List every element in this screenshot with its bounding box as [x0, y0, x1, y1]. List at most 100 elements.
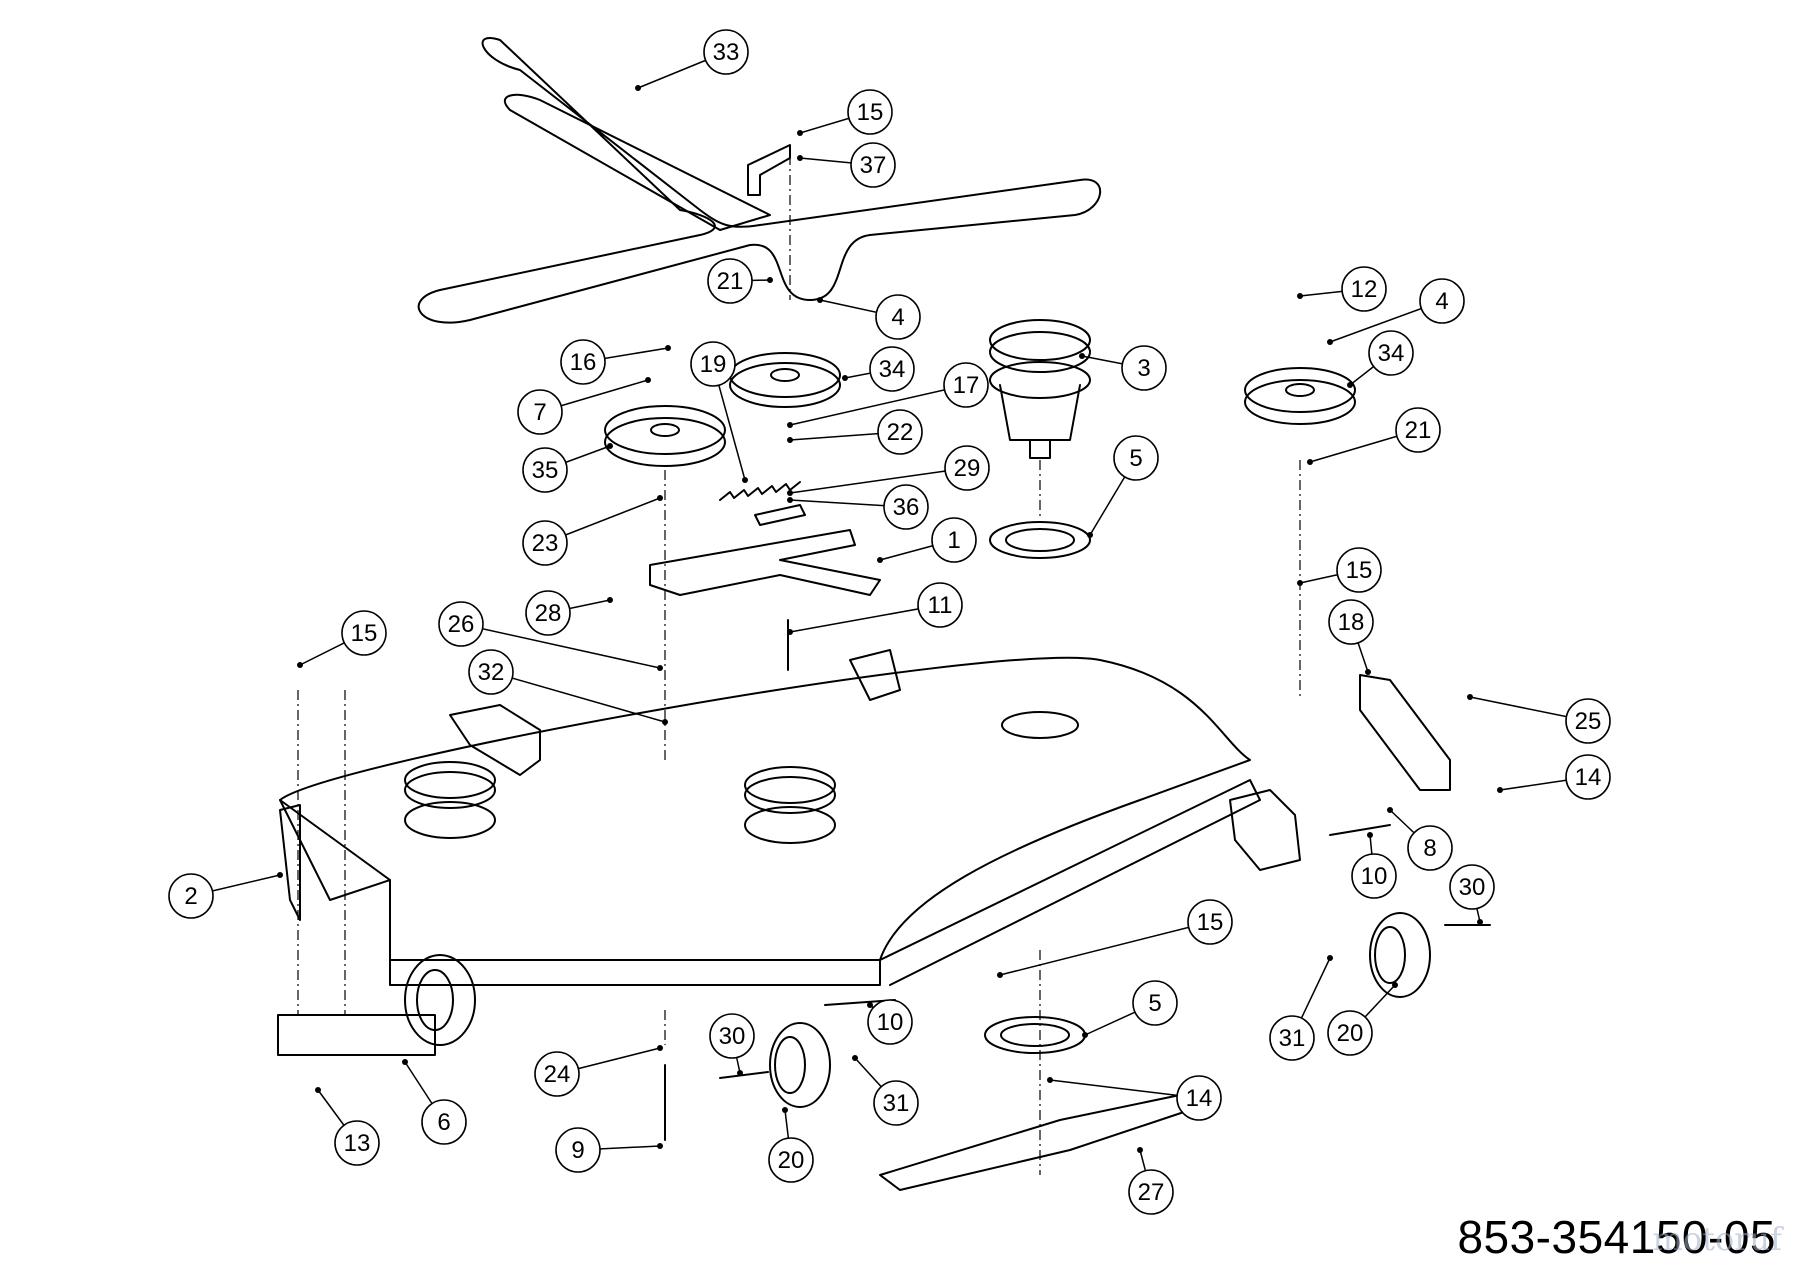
callout-arrow-tip: [1387, 807, 1393, 813]
callout-20: 20: [768, 1107, 814, 1183]
callout-32: 32: [468, 649, 668, 725]
callout-circle: [1269, 1015, 1315, 1061]
callout-circle: [943, 362, 989, 408]
callout-label: 36: [893, 494, 920, 521]
pulley-part-35: [604, 405, 726, 467]
idler-bracket-part-37: [747, 144, 791, 196]
callout-circle: [1121, 345, 1167, 391]
deck-opening-right: [1001, 711, 1079, 739]
callout-circle: [421, 1099, 467, 1145]
callout-arrow-tip: [767, 277, 773, 283]
spring-part-19: [719, 481, 801, 501]
callout-label: 8: [1423, 835, 1436, 862]
callout-label: 21: [717, 268, 744, 295]
callout-36: 36: [787, 484, 929, 530]
callout-circle: [168, 873, 214, 919]
callout-arrow-tip: [1079, 353, 1085, 359]
callout-circle: [522, 447, 568, 493]
callout-15: 15: [997, 899, 1233, 978]
callout-label: 11: [928, 592, 953, 619]
deck-spindle-center: [744, 766, 836, 844]
mount-ring-part-5-top: [989, 521, 1091, 559]
callout-25: 25: [1467, 694, 1611, 744]
callout-arrow-tip: [645, 377, 651, 383]
callout-circle: [1132, 980, 1178, 1026]
callout-circle: [690, 341, 736, 387]
callout-circle: [1341, 266, 1387, 312]
callout-circle: [1419, 278, 1465, 324]
deck-spindle-left: [404, 761, 496, 839]
mount-ring-part-5-bottom: [984, 1016, 1086, 1054]
callout-arrow-tip: [657, 1143, 663, 1149]
callout-label: 33: [713, 39, 740, 66]
callout-arrow-tip: [1392, 982, 1398, 988]
callout-31: 31: [852, 1055, 919, 1126]
callout-circle: [1128, 1169, 1174, 1215]
callout-circle: [847, 89, 893, 135]
callout-circle: [944, 445, 990, 491]
wheel-part-20-bottom: [769, 1022, 831, 1108]
callout-arrow-tip: [737, 1070, 743, 1076]
callout-circle: [341, 610, 387, 656]
callout-circle: [560, 339, 606, 385]
callout-31: 31: [1269, 955, 1333, 1061]
callout-35: 35: [522, 443, 613, 493]
bracket-part-18: [1359, 674, 1451, 791]
callout-arrow-tip: [1365, 669, 1371, 675]
callout-leader-line: [1049, 1079, 1200, 1099]
callout-leader-line: [789, 467, 968, 494]
callout-circle: [1187, 899, 1233, 945]
callout-arrow-tip: [797, 130, 803, 136]
callout-14: 14: [1047, 1075, 1222, 1121]
callout-label: 10: [1361, 863, 1388, 890]
callout-21: 21: [707, 258, 773, 304]
callout-circle: [869, 346, 915, 392]
callout-arrow-tip: [657, 665, 663, 671]
caster-wheel-left: [404, 954, 476, 1046]
callout-circle: [850, 142, 896, 188]
callout-circle: [883, 484, 929, 530]
callout-21: 21: [1307, 407, 1441, 465]
callout-23: 23: [522, 495, 663, 566]
callout-label: 14: [1575, 764, 1602, 791]
callout-6: 6: [402, 1059, 467, 1145]
callout-circle: [1407, 825, 1453, 871]
callout-circle: [917, 582, 963, 628]
callout-label: 5: [1129, 445, 1142, 472]
spindle-part-3: [989, 319, 1091, 459]
callout-arrow-tip: [607, 443, 613, 449]
callout-label: 6: [437, 1109, 450, 1136]
callout-label: 26: [448, 611, 475, 638]
callout-arrow-tip: [1327, 955, 1333, 961]
front-bracket-right: [849, 649, 901, 701]
skid-part-6: [277, 1014, 436, 1056]
callout-arrow-tip: [1297, 293, 1303, 299]
callout-label: 37: [860, 152, 887, 179]
callout-circle: [517, 389, 563, 435]
callout-3: 3: [1079, 345, 1167, 391]
callout-arrow-tip: [852, 1055, 858, 1061]
callout-17: 17: [787, 362, 989, 428]
callout-8: 8: [1387, 807, 1453, 871]
plate-part-36: [754, 504, 806, 526]
callout-20: 20: [1327, 982, 1398, 1056]
callout-circle: [875, 294, 921, 340]
callout-label: 13: [344, 1130, 371, 1157]
callout-leader-line: [490, 671, 666, 723]
callout-leader-line: [460, 623, 661, 669]
callout-label: 35: [532, 457, 559, 484]
callout-circle: [555, 1127, 601, 1173]
callout-11: 11: [787, 582, 963, 635]
callout-circle: [768, 1137, 814, 1183]
callout-15: 15: [797, 89, 893, 136]
callout-circle: [1327, 1010, 1373, 1056]
callout-label: 20: [1337, 1020, 1364, 1047]
callout-circle: [1176, 1075, 1222, 1121]
callout-arrow-tip: [787, 422, 793, 428]
idler-arm-part-1: [649, 529, 881, 596]
callout-label: 4: [1435, 288, 1448, 315]
callout-arrow-tip: [1137, 1147, 1143, 1153]
callout-arrow-tip: [742, 477, 748, 483]
callout-circle: [1565, 754, 1611, 800]
